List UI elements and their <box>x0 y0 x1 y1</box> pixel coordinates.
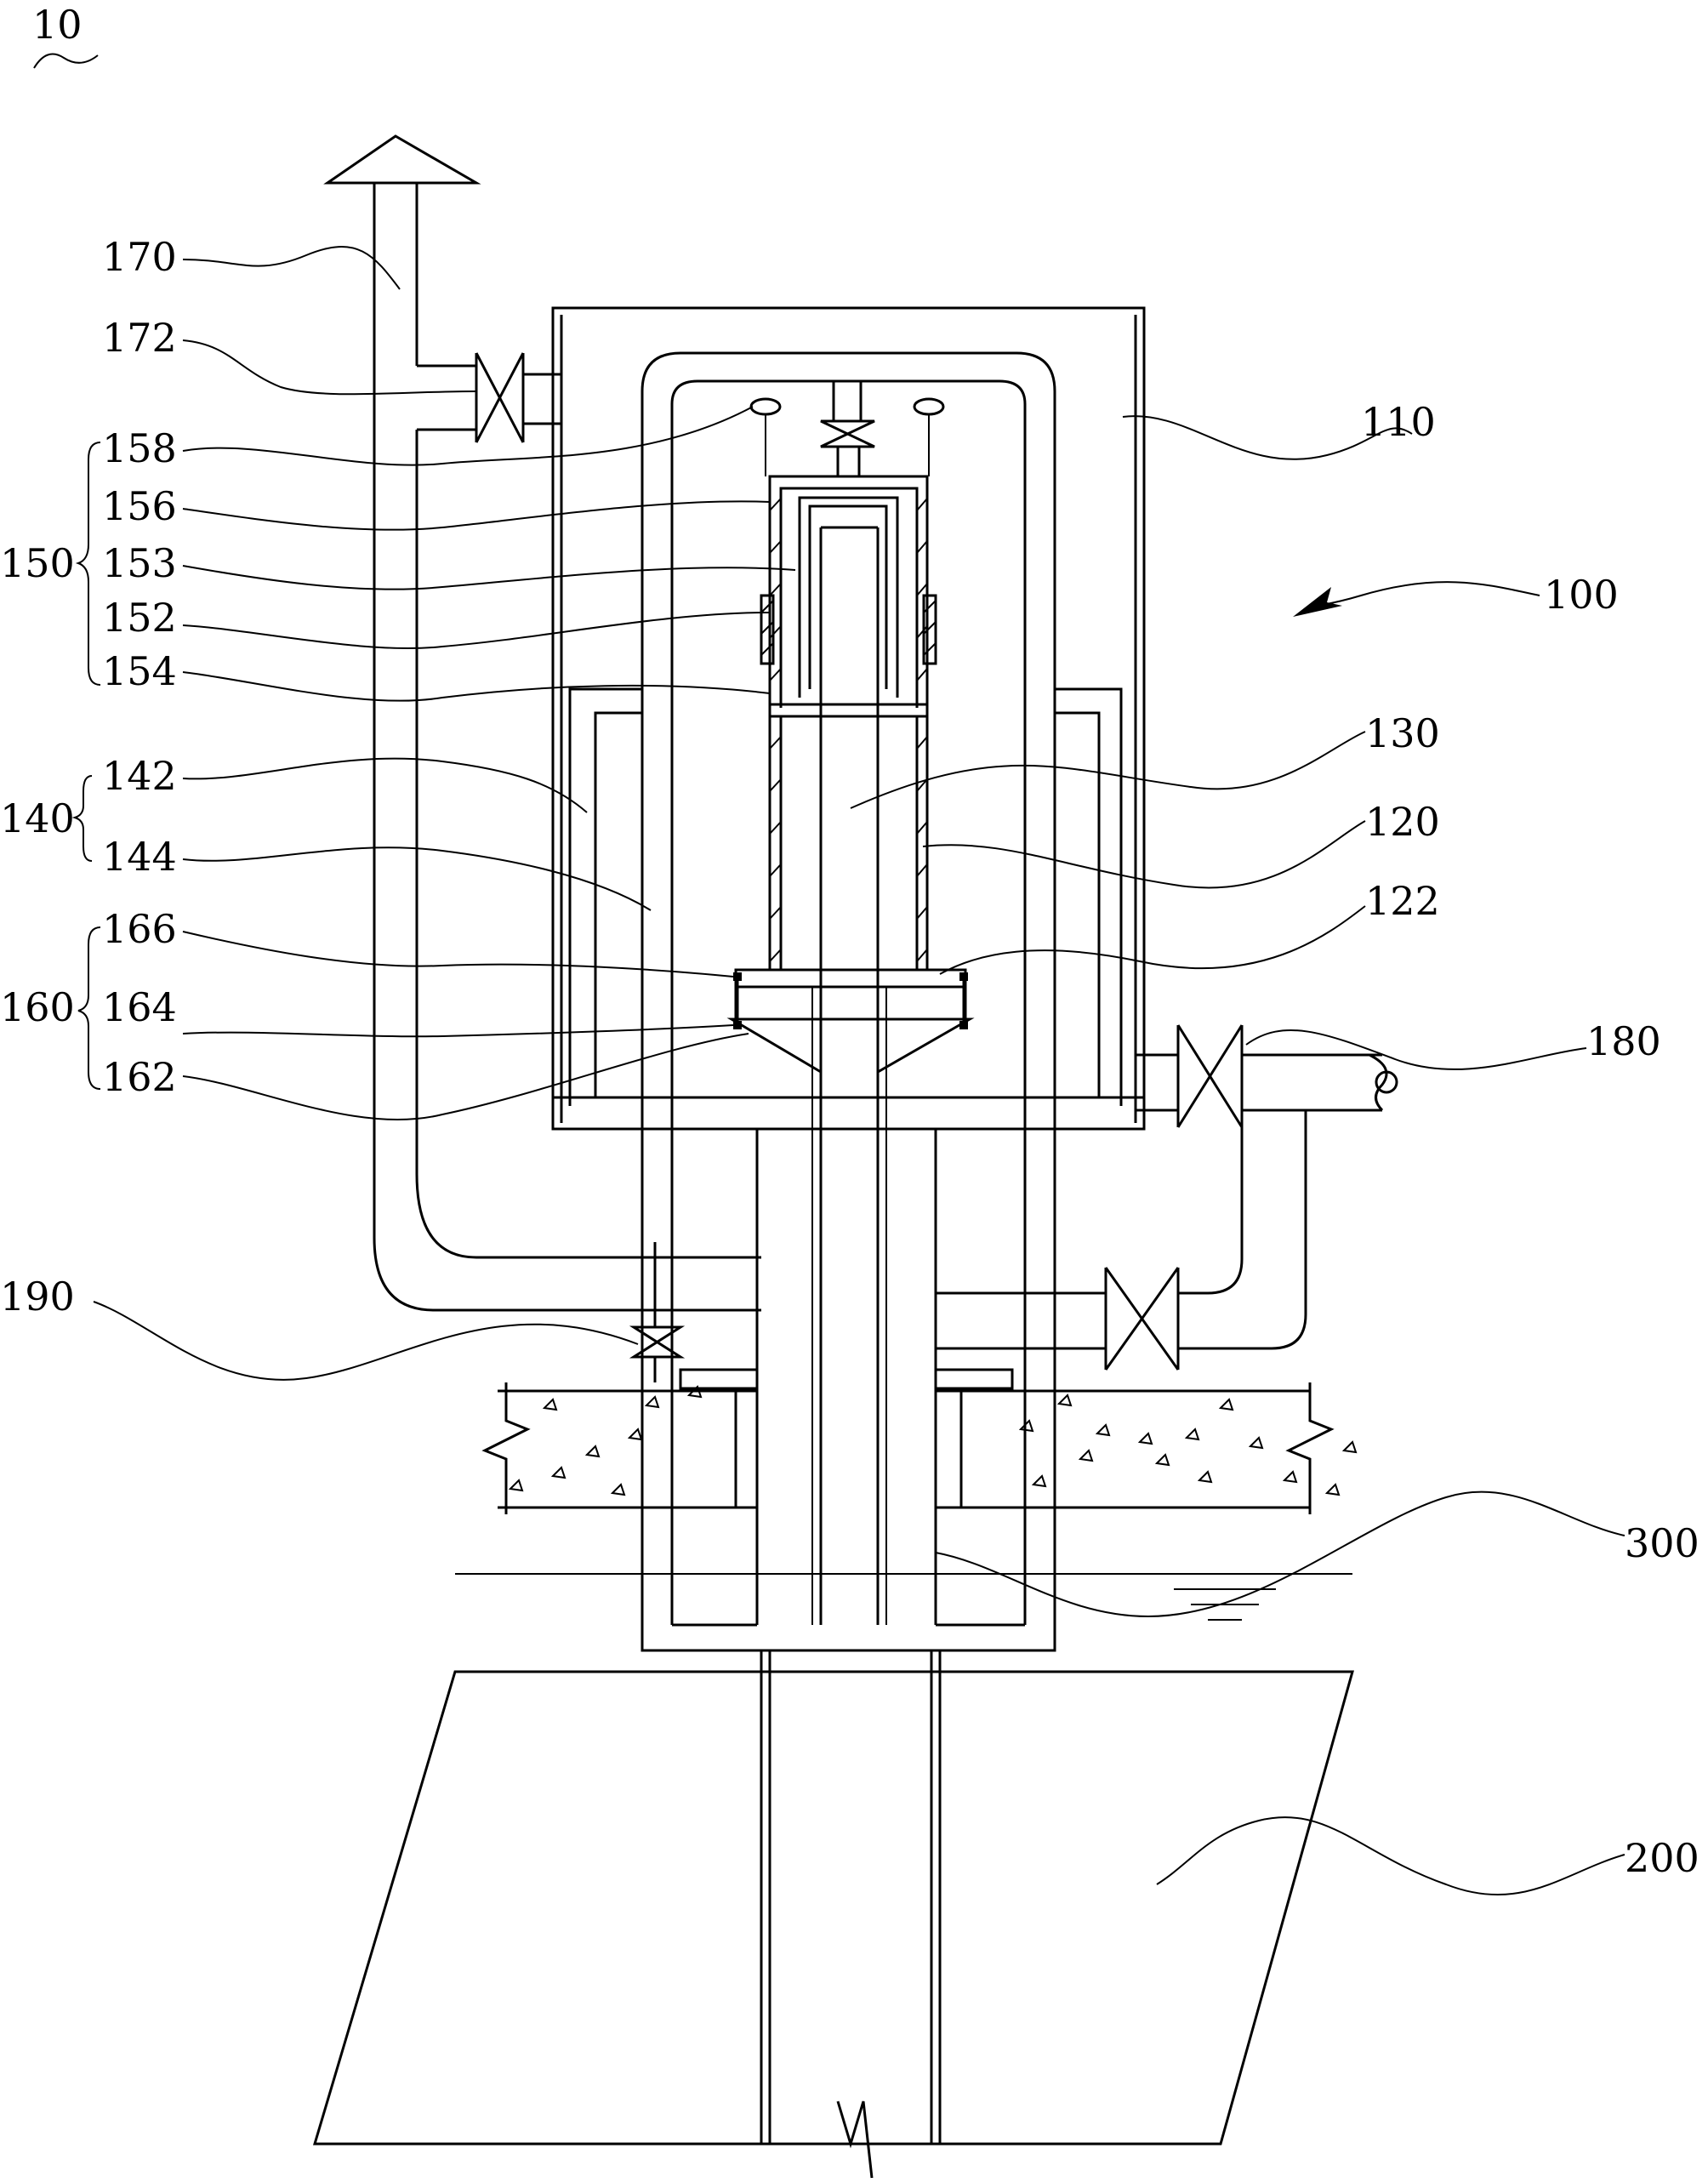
brace-140 <box>71 775 93 862</box>
label-180: 180 <box>1586 1018 1661 1064</box>
label-140: 140 <box>0 795 75 841</box>
label-190: 190 <box>0 1274 75 1319</box>
sleeve-120 <box>768 716 929 970</box>
label-156: 156 <box>102 483 177 529</box>
label-158: 158 <box>102 425 177 471</box>
central-pipe-130 <box>811 526 887 1625</box>
outer-tank-110 <box>551 306 1146 1131</box>
label-120: 120 <box>1365 799 1440 845</box>
brace-160 <box>77 926 101 1090</box>
label-154: 154 <box>102 648 177 694</box>
label-100: 100 <box>1544 572 1619 618</box>
label-170: 170 <box>102 234 177 280</box>
label-160: 160 <box>0 984 75 1030</box>
figure-tilde <box>33 53 99 69</box>
vent-pipe-170 <box>323 134 761 1312</box>
valve-172 <box>417 352 561 443</box>
outlet-valve-180 <box>1136 1024 1398 1128</box>
label-142: 142 <box>102 753 177 799</box>
water-level <box>455 1573 1352 1621</box>
lower-shaft <box>755 1129 942 2144</box>
float-assembly-150 <box>760 475 937 718</box>
label-150: 150 <box>0 540 75 586</box>
label-144: 144 <box>102 834 177 880</box>
arrow-100 <box>1293 587 1342 617</box>
top-valve <box>820 381 875 478</box>
brace-150 <box>75 442 101 686</box>
label-164: 164 <box>102 984 177 1030</box>
label-122: 122 <box>1365 878 1440 924</box>
inner-container-140 <box>568 687 1123 1106</box>
label-162: 162 <box>102 1054 177 1100</box>
valve-190 <box>629 1242 686 1382</box>
lower-branch-valve <box>936 1110 1307 1371</box>
label-300: 300 <box>1625 1520 1699 1566</box>
tank-200 <box>312 1670 1354 2179</box>
label-130: 130 <box>1365 710 1440 756</box>
concrete-slab <box>481 1368 1358 1514</box>
label-152: 152 <box>102 595 177 641</box>
leader-lines <box>93 246 1625 1896</box>
label-153: 153 <box>102 540 177 586</box>
figure-number: 10 <box>32 2 83 48</box>
label-200: 200 <box>1625 1835 1699 1881</box>
vent-hole-158-right <box>913 397 945 416</box>
vent-hole-158-left <box>749 397 782 416</box>
inner-loop-pipe <box>640 351 1056 1652</box>
label-172: 172 <box>102 315 177 361</box>
label-166: 166 <box>102 906 177 952</box>
label-110: 110 <box>1361 399 1436 445</box>
flange-160 <box>726 968 975 1074</box>
